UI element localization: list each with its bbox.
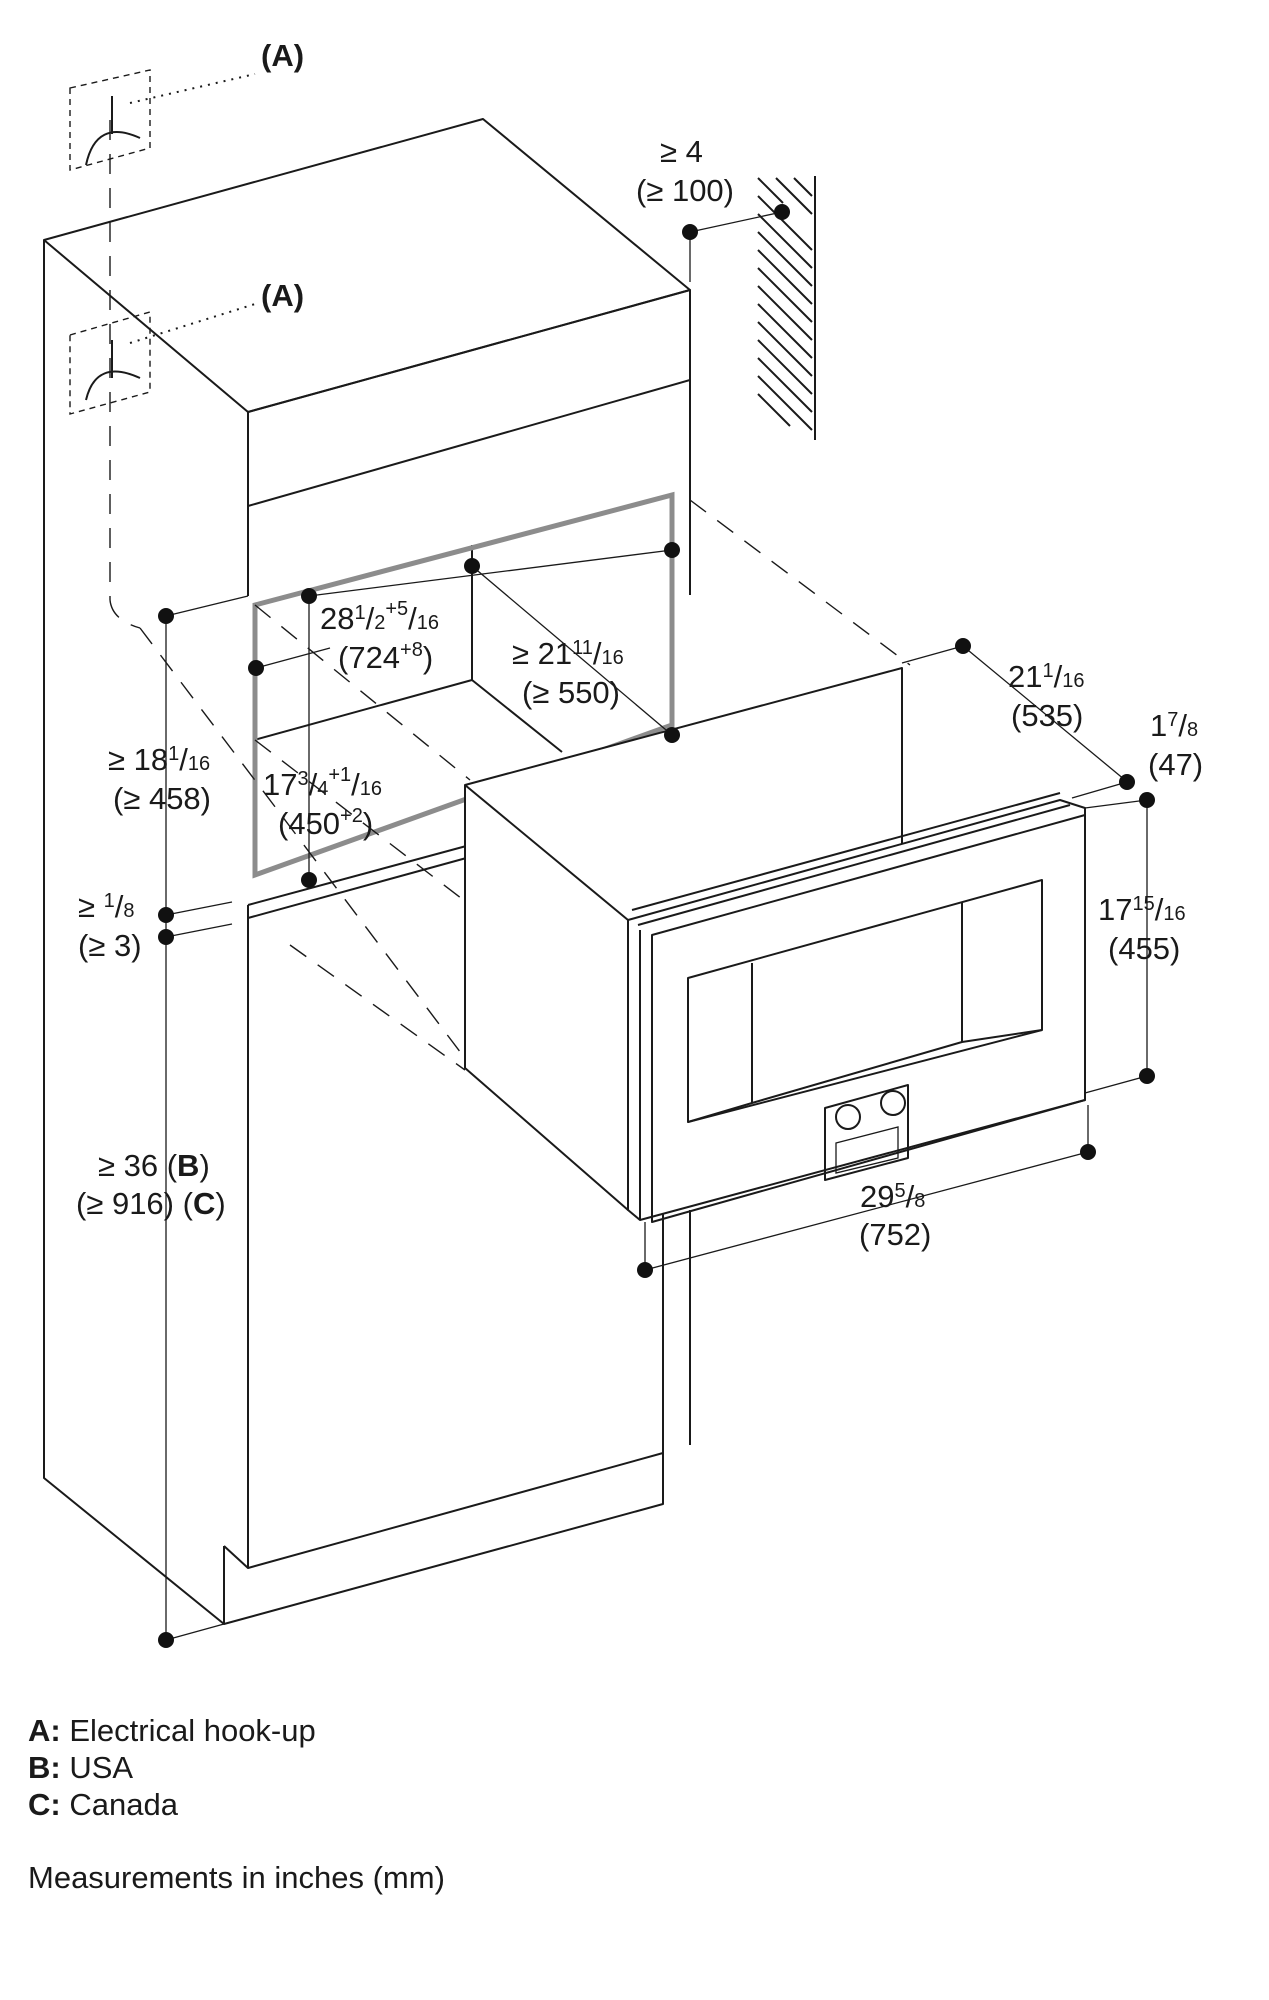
label-appliance-depth: 211/16 (535) [1008,659,1084,733]
svg-text:(535): (535) [1011,698,1083,733]
svg-text:≥ 1/8: ≥ 1/8 [78,889,135,924]
legend-item-b: B: USA [28,1750,134,1785]
label-gap: ≥ 1/8 (≥ 3) [78,889,142,963]
projection-lines [109,120,911,1071]
svg-text:≥ 181/16: ≥ 181/16 [108,742,210,777]
svg-text:173/4+1/16: 173/4+1/16 [263,764,382,802]
svg-text:≥ 36 (B): ≥ 36 (B) [98,1148,210,1183]
label-niche-width: 281/2+5/16 (724+8) [320,598,439,675]
svg-text:(≥ 550): (≥ 550) [522,675,620,710]
svg-text:(724+8): (724+8) [338,639,433,675]
electrical-hookup-top [69,69,256,171]
dimension-dots [158,204,1155,1648]
units-note: Measurements in inches (mm) [28,1860,445,1895]
svg-text:17/8: 17/8 [1150,708,1198,743]
appliance [464,667,1086,1223]
label-niche-depth: ≥ 2111/16 (≥ 550) [512,636,624,710]
callout-a-top: (A) [261,38,304,73]
label-rear-clearance: ≥ 4 (≥ 100) [636,134,734,208]
svg-text:281/2+5/16: 281/2+5/16 [320,598,439,636]
installation-drawing: (A) (A) ≥ 4 (≥ 100) 281/2+5/16 (724+8) ≥… [43,38,1203,1648]
svg-text:(450+2): (450+2) [278,805,373,841]
legend-item-a: A: Electrical hook-up [28,1713,316,1748]
svg-text:(752): (752) [859,1217,931,1252]
svg-text:(≥ 916) (C): (≥ 916) (C) [76,1186,226,1221]
svg-text:1715/16: 1715/16 [1098,892,1186,927]
label-niche-height: 173/4+1/16 (450+2) [263,764,382,841]
svg-text:(47): (47) [1148,747,1203,782]
svg-text:≥ 4: ≥ 4 [660,134,703,169]
legend-item-c: C: Canada [28,1787,178,1822]
label-upper-height: ≥ 181/16 (≥ 458) [108,742,211,816]
svg-text:(≥ 100): (≥ 100) [636,173,734,208]
label-appliance-height: 1715/16 (455) [1098,892,1186,966]
svg-text:(≥ 3): (≥ 3) [78,928,142,963]
svg-text:295/8: 295/8 [860,1179,925,1214]
svg-text:(≥ 458): (≥ 458) [113,781,211,816]
installation-niche [252,491,675,879]
label-appliance-width: 295/8 (752) [859,1179,931,1252]
svg-text:(455): (455) [1108,931,1180,966]
electrical-hookup-mid [69,303,256,415]
svg-text:211/16: 211/16 [1008,659,1084,694]
legend: A: Electrical hook-up B: USA C: Canada [28,1712,316,1823]
dimension-lines [165,211,1148,1641]
callout-a-mid: (A) [261,278,304,313]
rear-wall-hatch [757,176,816,440]
svg-text:≥ 2111/16: ≥ 2111/16 [512,636,624,671]
label-floor-height: ≥ 36 (B) (≥ 916) (C) [76,1148,226,1221]
label-front-depth: 17/8 (47) [1148,708,1203,782]
tall-cabinet [43,118,691,1625]
